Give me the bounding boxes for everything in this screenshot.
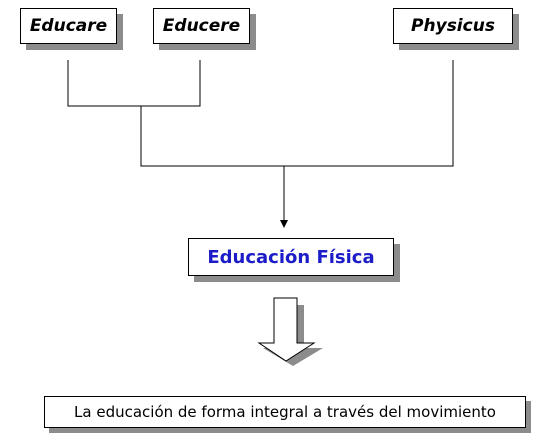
educere-box: Educere [153,8,250,44]
definition-box: La educación de forma integral a través … [44,396,526,428]
physicus-box: Physicus [393,8,513,44]
result-box: Educación Física [188,238,394,276]
educare-box: Educare [20,8,117,44]
educare-educere-bracket [67,60,201,107]
result-label: Educación Física [207,246,375,268]
block-arrow-down [257,297,316,362]
roots-merge-bracket [140,60,454,167]
educere-label: Educere [162,16,241,36]
physicus-label: Physicus [411,16,495,36]
merge-to-result-arrowhead [280,220,288,228]
definition-text: La educación de forma integral a través … [74,403,496,421]
educare-label: Educare [29,16,108,36]
